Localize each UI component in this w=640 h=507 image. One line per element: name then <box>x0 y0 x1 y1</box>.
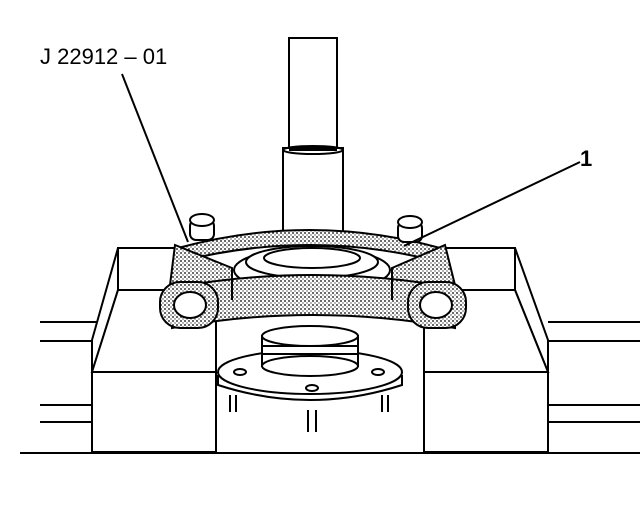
tool-part-number-label: J 22912 – 01 <box>40 44 168 69</box>
leader-lines <box>121 73 581 247</box>
press-ram <box>282 37 344 259</box>
separator-tool <box>159 213 467 330</box>
callout-number-1: 1 <box>580 146 593 171</box>
hub-flange <box>217 325 403 432</box>
